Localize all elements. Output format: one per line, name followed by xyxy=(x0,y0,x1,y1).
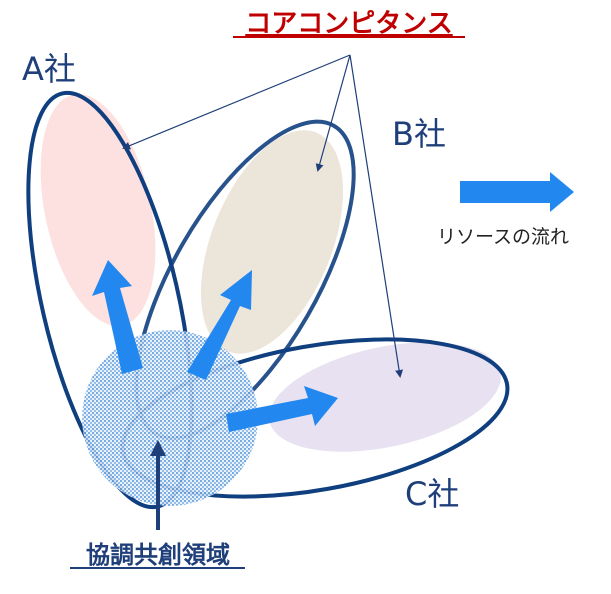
collaboration-area xyxy=(82,330,258,506)
company-c-label: C社 xyxy=(405,475,459,513)
arrow-to-c xyxy=(226,386,338,432)
center-arrow-head xyxy=(150,440,166,456)
pointer-lines xyxy=(122,54,404,378)
center-label: 協調共創領域 xyxy=(86,541,230,569)
legend-arrow-icon xyxy=(460,172,574,212)
a-core-ellipse xyxy=(40,94,156,326)
arrow-to-b xyxy=(187,270,252,380)
c-core-ellipse xyxy=(269,342,501,452)
title: コアコンピタンス xyxy=(245,9,452,39)
company-b-label: B社 xyxy=(392,115,446,153)
company-a-label: A社 xyxy=(22,50,76,88)
arrow-to-a xyxy=(92,260,143,374)
legend-label: リソースの流れ xyxy=(437,226,569,248)
resource-arrows xyxy=(92,260,338,432)
